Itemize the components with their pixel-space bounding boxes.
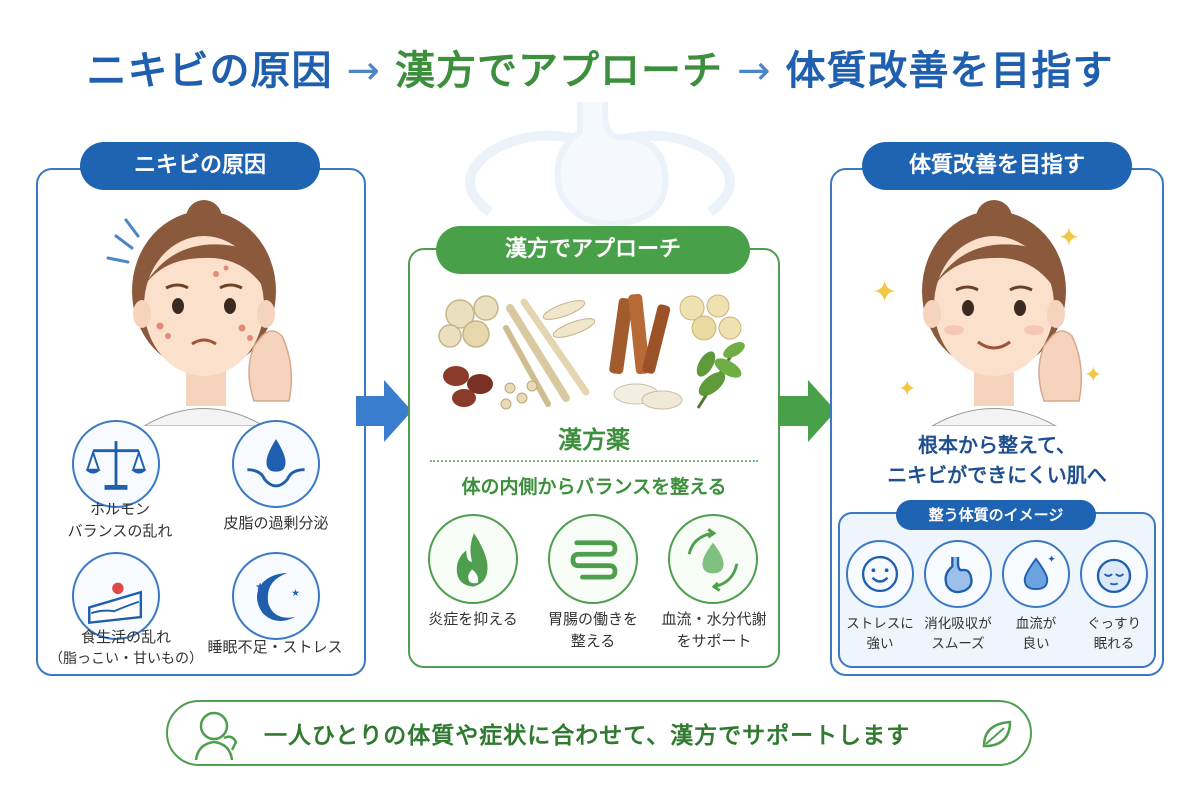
footer-banner [166, 700, 1032, 766]
image-label-blood: 血流が 良い [1015, 616, 1057, 652]
leaf-icon [982, 720, 1012, 748]
image-label-digestion: 消化吸収が スムーズ [924, 616, 992, 652]
sleeping-face-icon [1096, 558, 1132, 594]
goal-message: 根本から整えて、 ニキビができにくい肌へ [887, 433, 1107, 487]
svg-text:✦: ✦ [872, 275, 897, 310]
cause-label-sleep: 睡眠不足・ストレス [207, 638, 343, 656]
svg-text:✦: ✦ [1047, 554, 1056, 566]
flow-arrow-right-icon [356, 380, 412, 442]
effect-label-digestion: 胃腸の働きを 整える [547, 610, 638, 650]
blood-drop-icon: ✦ [1023, 554, 1056, 591]
svg-text:✦: ✦ [898, 377, 916, 402]
digestion-smooth-circle [924, 540, 992, 608]
stomach-watermark-icon [465, 102, 735, 227]
stress-strong-circle [846, 540, 914, 608]
page-title: ニキビの原因 → 漢方でアプローチ → 体質改善を目指す [0, 38, 1200, 96]
cause-label-hormone: ホルモン バランスの乱れ [67, 500, 173, 540]
approach-panel-title: 漢方でアプローチ [436, 226, 750, 274]
skin-oil-drop-icon [247, 439, 305, 488]
balance-scale-icon [85, 441, 147, 490]
diet-circle [72, 552, 160, 640]
flame-icon [456, 533, 488, 587]
blood-flow-circle: ✦ [1002, 540, 1070, 608]
circulation-drop-icon [687, 528, 739, 592]
title-part-cause: ニキビの原因 [86, 48, 333, 94]
inflammation-circle [428, 514, 518, 604]
consulting-person-icon [194, 711, 238, 761]
constitution-image-title: 整う体質のイメージ [896, 500, 1096, 530]
effect-label-inflammation: 炎症を抑える [428, 610, 518, 628]
worried-woman-illustration [106, 200, 293, 426]
approach-subtitle: 体の内側からバランスを整える [461, 476, 727, 498]
svg-text:✦: ✦ [1058, 223, 1080, 253]
herbs-illustration [438, 293, 745, 410]
moon-stars-icon: ★ ★ [255, 573, 300, 621]
svg-text:★: ★ [255, 579, 265, 593]
flow-arrow-right-green-icon [780, 380, 836, 442]
good-sleep-circle [1080, 540, 1148, 608]
image-label-stress: ストレスに 強い [846, 616, 914, 652]
svg-text:✦: ✦ [1084, 363, 1102, 388]
hormone-balance-circle [72, 420, 160, 508]
herbal-medicine-label: 漢方薬 [558, 426, 630, 454]
cake-icon [88, 582, 143, 625]
title-arrow-2: → [737, 48, 772, 94]
smile-face-icon [861, 555, 899, 593]
title-part-approach: 漢方でアプローチ [395, 48, 723, 94]
circulation-circle [668, 514, 758, 604]
cause-label-diet: 食生活の乱れ （脂っこい・甘いもの） [49, 628, 203, 667]
svg-text:★: ★ [291, 588, 300, 599]
goal-panel-title: 体質改善を目指す [862, 142, 1132, 190]
effect-label-circulation: 血流・水分代謝 をサポート [661, 610, 767, 650]
cause-panel-title: ニキビの原因 [80, 142, 320, 190]
sebum-circle [232, 420, 320, 508]
title-part-goal: 体質改善を目指す [785, 48, 1114, 94]
divider [430, 460, 758, 462]
sleep-stress-circle: ★ ★ [232, 552, 320, 640]
image-label-sleep: ぐっすり 眠れる [1087, 616, 1141, 652]
digestion-circle [548, 514, 638, 604]
happy-woman-illustration: ✦ ✦ ✦ ✦ [872, 200, 1102, 426]
stomach-icon [944, 557, 973, 594]
intestine-icon [570, 540, 618, 580]
cause-label-sebum: 皮脂の過剰分泌 [223, 514, 329, 532]
title-arrow-1: → [346, 48, 381, 94]
footer-message: 一人ひとりの体質や症状に合わせて、漢方でサポートします [264, 723, 911, 749]
